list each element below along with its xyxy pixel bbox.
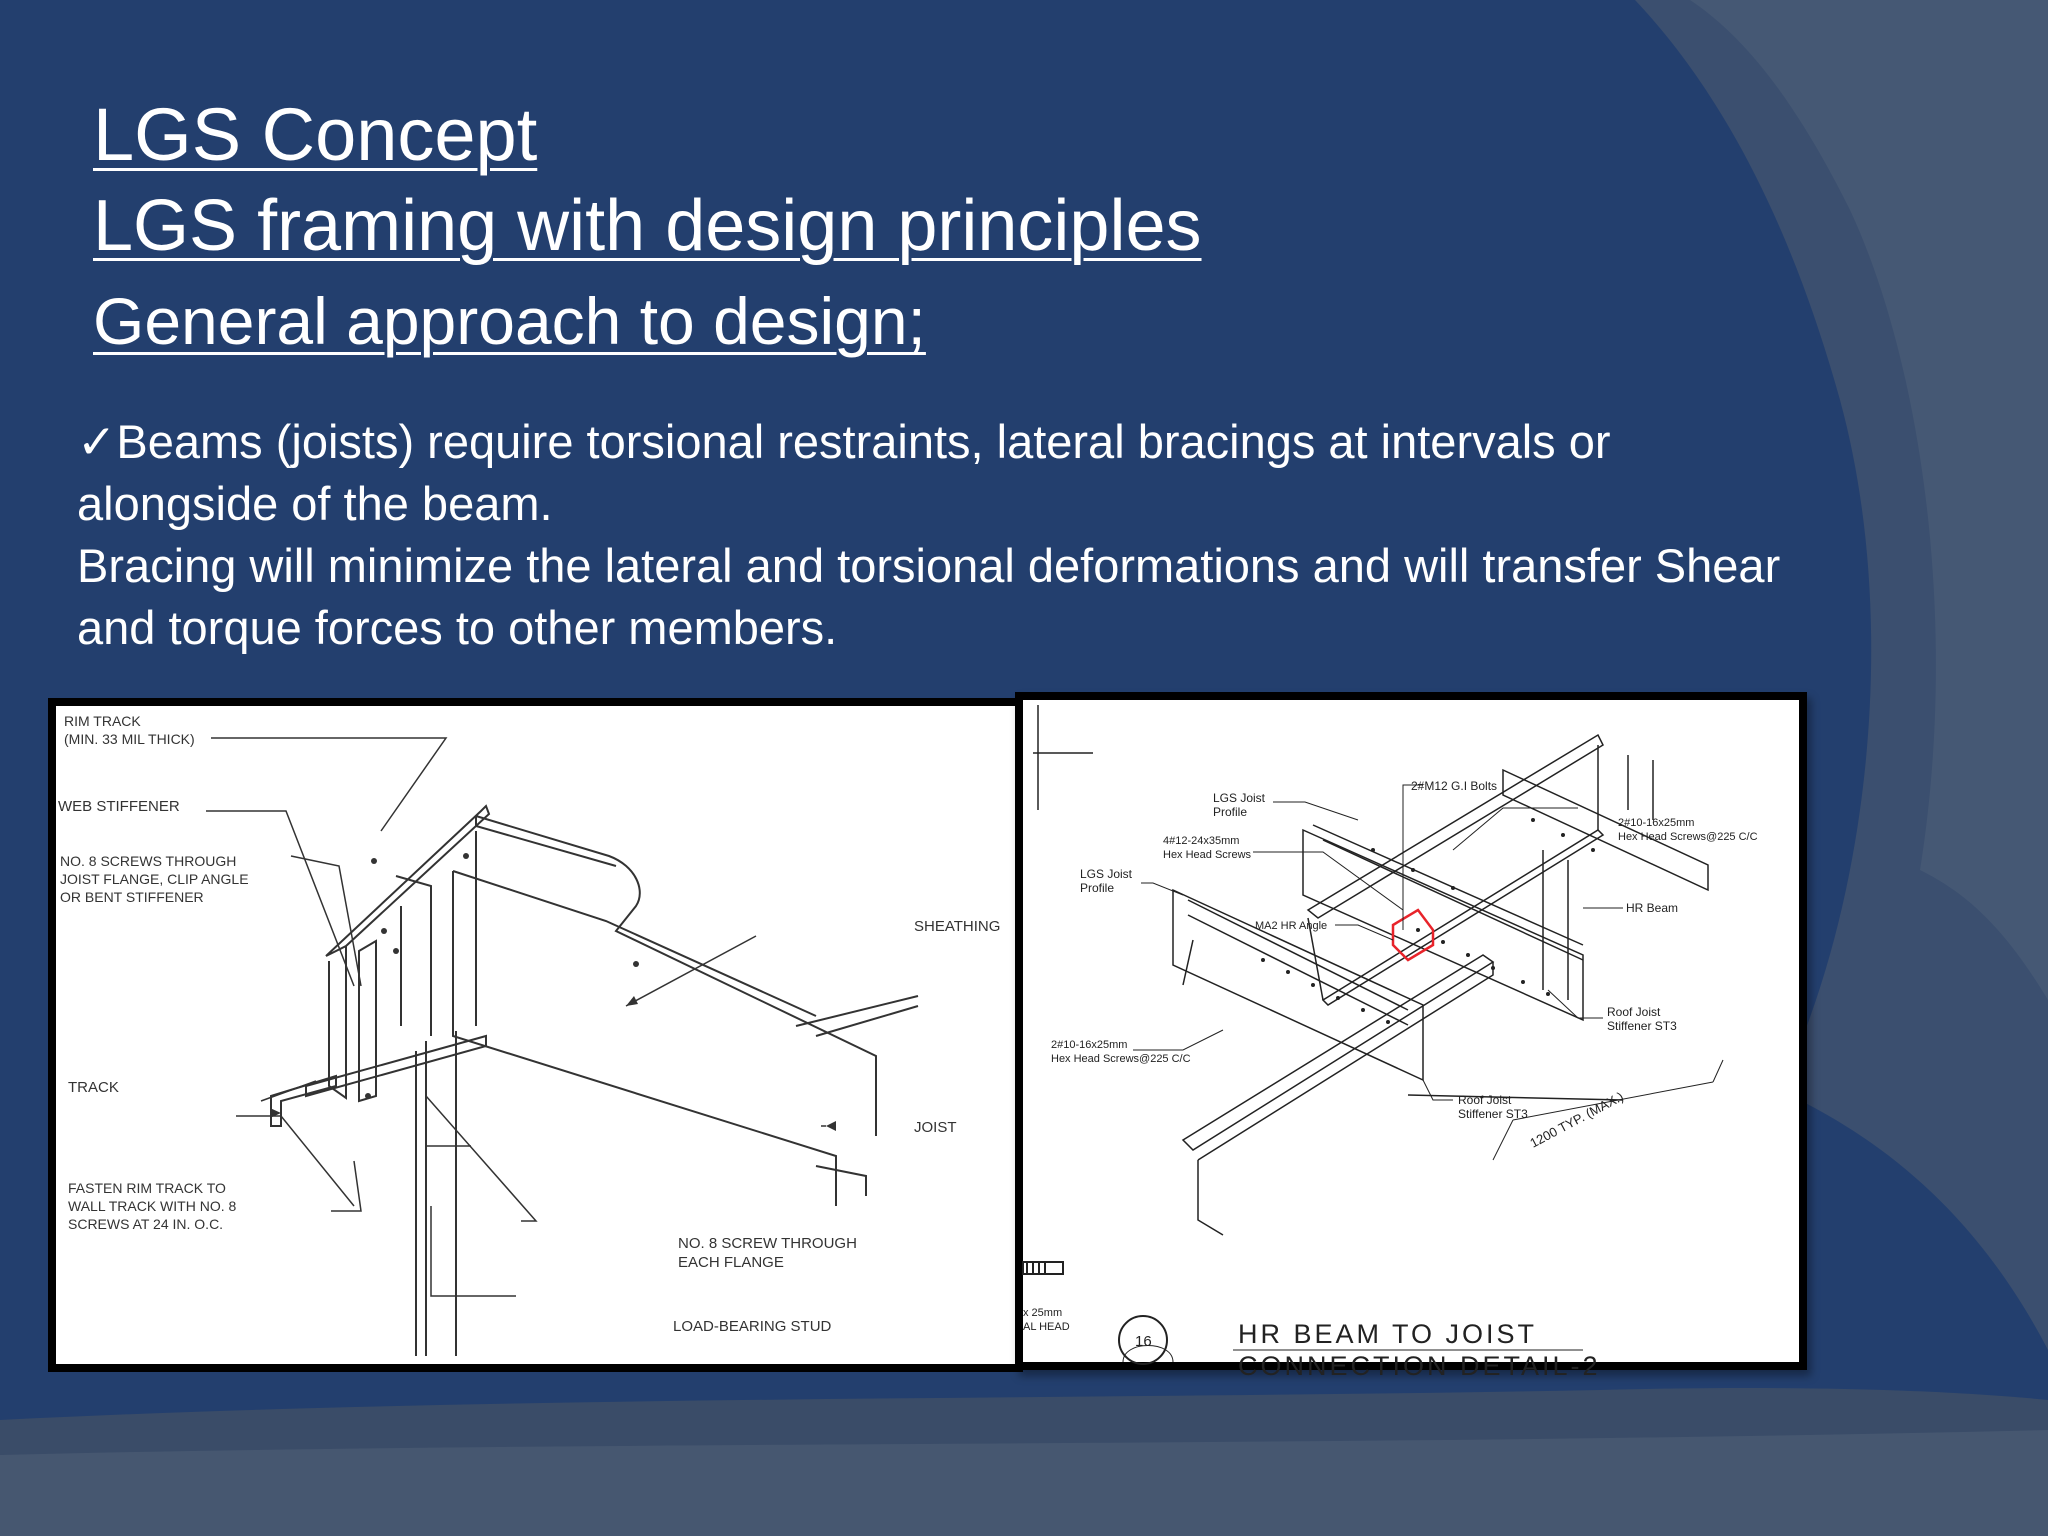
- label-web-stiffener: WEB STIFFENER: [58, 798, 180, 815]
- label-bolts: 2#M12 G.I Bolts: [1411, 779, 1497, 793]
- label-lgs-joist-2b: Profile: [1080, 881, 1114, 895]
- label-fasten-line3: SCREWS AT 24 IN. O.C.: [68, 1216, 223, 1232]
- hr-angle-highlight: [1391, 908, 1435, 962]
- slide-title: LGS Concept: [93, 93, 538, 176]
- label-cut-a: x 25mm: [1023, 1307, 1062, 1319]
- detail-title: HR BEAM TO JOIST: [1238, 1319, 1537, 1349]
- label-lgs-joist-1b: Profile: [1213, 805, 1247, 819]
- label-stiffener-2a: Roof Joist: [1458, 1093, 1512, 1107]
- detail-title-line2: CONNECTION DETAIL-2: [1238, 1351, 1601, 1381]
- label-screw-flange-line2: EACH FLANGE: [678, 1254, 784, 1271]
- body-paragraph-1: ✓Beams (joists) require torsional restra…: [77, 411, 1817, 535]
- hr-beam-joist-connection-drawing: 2#M12 G.I Bolts LGS Joist Profile 4#12-2…: [1015, 692, 1807, 1381]
- label-load-bearing-stud: LOAD-BEARING STUD: [673, 1318, 832, 1335]
- detail-marker: [1118, 1315, 1168, 1365]
- label-fasten-line1: FASTEN RIM TRACK TO: [68, 1180, 226, 1196]
- label-hex-screws-1a: 4#12-24x35mm: [1163, 835, 1239, 847]
- rim-track-detail-svg: RIM TRACK (MIN. 33 MIL THICK) WEB STIFFE…: [58, 713, 1000, 1356]
- label-rim-track-note: (MIN. 33 MIL THICK): [64, 731, 195, 747]
- screw-icon: [1022, 1261, 1064, 1275]
- label-fasten-line2: WALL TRACK WITH NO. 8: [68, 1198, 236, 1214]
- slide-subtitle: LGS framing with design principles: [93, 186, 1202, 266]
- label-sheathing: SHEATHING: [914, 918, 1000, 935]
- slide-section-heading: General approach to design;: [93, 284, 926, 358]
- label-lgs-joist-1a: LGS Joist: [1213, 791, 1266, 805]
- label-screws-line2: JOIST FLANGE, CLIP ANGLE: [60, 871, 249, 887]
- label-screws-225-a: 2#10-16x25mm: [1618, 817, 1694, 829]
- label-screws-line3: OR BENT STIFFENER: [60, 889, 204, 905]
- rim-track-detail-drawing: RIM TRACK (MIN. 33 MIL THICK) WEB STIFFE…: [48, 698, 1023, 1372]
- detail-number: 16: [1135, 1333, 1152, 1350]
- label-hr-angle: MA2 HR Angle: [1255, 920, 1327, 932]
- label-cut-b: AL HEAD: [1023, 1321, 1070, 1333]
- label-joist: JOIST: [914, 1119, 957, 1136]
- body-paragraph-2: Bracing will minimize the lateral and to…: [77, 539, 1781, 654]
- label-screws-left-a: 2#10-16x25mm: [1051, 1039, 1127, 1051]
- label-track: TRACK: [68, 1079, 119, 1096]
- label-stiffener-2b: Stiffener ST3: [1458, 1107, 1528, 1121]
- connection-detail-svg: 2#M12 G.I Bolts LGS Joist Profile 4#12-2…: [1022, 705, 1758, 1381]
- label-hr-beam: HR Beam: [1626, 901, 1678, 915]
- checkmark-icon: ✓: [77, 415, 117, 468]
- label-screws-left-b: Hex Head Screws@225 C/C: [1051, 1053, 1191, 1065]
- label-screw-flange-line1: NO. 8 SCREW THROUGH: [678, 1235, 857, 1252]
- label-lgs-joist-2a: LGS Joist: [1080, 867, 1133, 881]
- label-rim-track: RIM TRACK: [64, 713, 141, 729]
- label-screws-225-b: Hex Head Screws@225 C/C: [1618, 831, 1758, 843]
- label-screws-line1: NO. 8 SCREWS THROUGH: [60, 853, 236, 869]
- body-line-beams: Beams (joists) require torsional restrai…: [77, 415, 1611, 530]
- label-hex-screws-1b: Hex Head Screws: [1163, 849, 1252, 861]
- label-stiffener-1a: Roof Joist: [1607, 1005, 1661, 1019]
- slide-body-text: ✓Beams (joists) require torsional restra…: [77, 411, 1817, 659]
- label-stiffener-1b: Stiffener ST3: [1607, 1019, 1677, 1033]
